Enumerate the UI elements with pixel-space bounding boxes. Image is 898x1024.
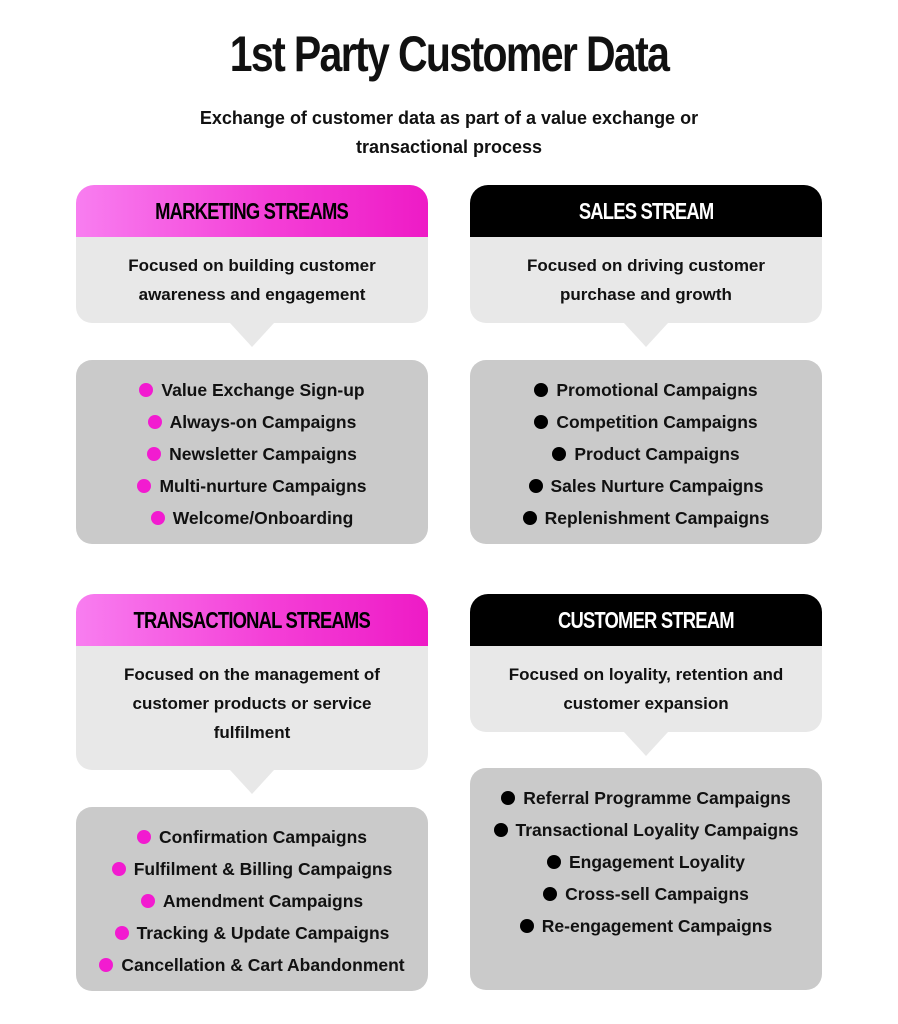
transactional-description: Focused on the management of customer pr… xyxy=(124,665,380,742)
list-item-label: Fulfilment & Billing Campaigns xyxy=(133,859,393,879)
list-item-label: Multi-nurture Campaigns xyxy=(159,476,367,496)
bullet-icon xyxy=(150,511,165,525)
list-item-label: Cross-sell Campaigns xyxy=(565,884,749,904)
list-item: Competition Campaigns xyxy=(470,406,822,438)
transactional-header: TRANSACTIONAL STREAMS xyxy=(76,594,428,646)
callout-pointer xyxy=(624,323,668,347)
list-item: Re-engagement Campaigns xyxy=(470,910,822,942)
page-title: 1st Party Customer Data xyxy=(229,26,670,82)
list-item: Confirmation Campaigns xyxy=(76,821,428,853)
bullet-icon xyxy=(140,894,155,908)
list-item: Cancellation & Cart Abandonment xyxy=(76,949,428,981)
list-item-label: Confirmation Campaigns xyxy=(158,827,368,847)
list-item: Cross-sell Campaigns xyxy=(470,878,822,910)
marketing-header: MARKETING STREAMS xyxy=(76,185,428,237)
list-item-label: Competition Campaigns xyxy=(556,412,758,432)
list-item: Engagement Loyality xyxy=(470,846,822,878)
bullet-icon xyxy=(114,926,129,940)
bullet-icon xyxy=(501,791,516,805)
list-item-label: Product Campaigns xyxy=(574,444,740,464)
list-item-label: Tracking & Update Campaigns xyxy=(136,923,390,943)
bullet-icon xyxy=(522,511,537,525)
customer-description: Focused on loyality, retention and custo… xyxy=(508,665,784,713)
list-item-label: Always-on Campaigns xyxy=(169,412,357,432)
list-item: Always-on Campaigns xyxy=(76,406,428,438)
list-item-label: Amendment Campaigns xyxy=(162,891,364,911)
transactional-items-list: Confirmation Campaigns Fulfilment & Bill… xyxy=(76,807,428,991)
marketing-items-list: Value Exchange Sign-up Always-on Campaig… xyxy=(76,360,428,544)
marketing-header-label: MARKETING STREAMS xyxy=(155,197,350,224)
transactional-stream-card: TRANSACTIONAL STREAMS Focused on the man… xyxy=(76,594,428,794)
list-item: Replenishment Campaigns xyxy=(470,502,822,534)
list-item: Promotional Campaigns xyxy=(470,374,822,406)
bullet-icon xyxy=(552,447,567,461)
bullet-icon xyxy=(139,383,154,397)
sales-description-box: Focused on driving customer purchase and… xyxy=(470,237,822,347)
customer-stream-card: CUSTOMER STREAM Focused on loyality, ret… xyxy=(470,594,822,756)
list-item: Referral Programme Campaigns xyxy=(470,782,822,814)
list-item: Newsletter Campaigns xyxy=(76,438,428,470)
list-item: Sales Nurture Campaigns xyxy=(470,470,822,502)
marketing-stream-card: MARKETING STREAMS Focused on building cu… xyxy=(76,185,428,347)
customer-description-box: Focused on loyality, retention and custo… xyxy=(470,646,822,756)
list-item-label: Referral Programme Campaigns xyxy=(523,788,791,808)
list-item: Product Campaigns xyxy=(470,438,822,470)
bullet-icon xyxy=(111,862,126,876)
list-item: Fulfilment & Billing Campaigns xyxy=(76,853,428,885)
list-item-label: Value Exchange Sign-up xyxy=(161,380,365,400)
list-item-label: Re-engagement Campaigns xyxy=(541,916,773,936)
callout-pointer xyxy=(230,770,274,794)
list-item-label: Promotional Campaigns xyxy=(556,380,758,400)
bullet-icon xyxy=(99,958,114,972)
bullet-icon xyxy=(534,415,549,429)
callout-pointer xyxy=(624,732,668,756)
transactional-header-label: TRANSACTIONAL STREAMS xyxy=(133,606,371,633)
list-item: Tracking & Update Campaigns xyxy=(76,917,428,949)
list-item-label: Replenishment Campaigns xyxy=(544,508,770,528)
list-item: Multi-nurture Campaigns xyxy=(76,470,428,502)
bullet-icon xyxy=(534,383,549,397)
sales-header-label: SALES STREAM xyxy=(578,197,714,224)
list-item: Value Exchange Sign-up xyxy=(76,374,428,406)
customer-header-label: CUSTOMER STREAM xyxy=(558,606,735,633)
bullet-icon xyxy=(137,479,152,493)
customer-header: CUSTOMER STREAM xyxy=(470,594,822,646)
bullet-icon xyxy=(147,447,162,461)
sales-stream-card: SALES STREAM Focused on driving customer… xyxy=(470,185,822,347)
sales-items-list: Promotional Campaigns Competition Campai… xyxy=(470,360,822,544)
list-item-label: Engagement Loyality xyxy=(568,852,745,872)
bullet-icon xyxy=(528,479,543,493)
list-item: Amendment Campaigns xyxy=(76,885,428,917)
customer-items-list: Referral Programme Campaigns Transaction… xyxy=(470,768,822,990)
bullet-icon xyxy=(147,415,162,429)
list-item-label: Sales Nurture Campaigns xyxy=(550,476,764,496)
bullet-icon xyxy=(136,830,151,844)
sales-description: Focused on driving customer purchase and… xyxy=(526,256,766,304)
page-subtitle: Exchange of customer data as part of a v… xyxy=(199,108,699,157)
list-item-label: Cancellation & Cart Abandonment xyxy=(121,955,405,975)
callout-pointer xyxy=(230,323,274,347)
bullet-icon xyxy=(493,823,508,837)
bullet-icon xyxy=(543,887,558,901)
marketing-description-box: Focused on building customer awareness a… xyxy=(76,237,428,347)
bullet-icon xyxy=(519,919,534,933)
list-item: Transactional Loyality Campaigns xyxy=(470,814,822,846)
list-item: Welcome/Onboarding xyxy=(76,502,428,534)
sales-header: SALES STREAM xyxy=(470,185,822,237)
marketing-description: Focused on building customer awareness a… xyxy=(128,256,376,304)
list-item-label: Newsletter Campaigns xyxy=(169,444,357,464)
bullet-icon xyxy=(546,855,561,869)
list-item-label: Transactional Loyality Campaigns xyxy=(515,820,799,840)
transactional-description-box: Focused on the management of customer pr… xyxy=(76,646,428,794)
list-item-label: Welcome/Onboarding xyxy=(172,508,354,528)
